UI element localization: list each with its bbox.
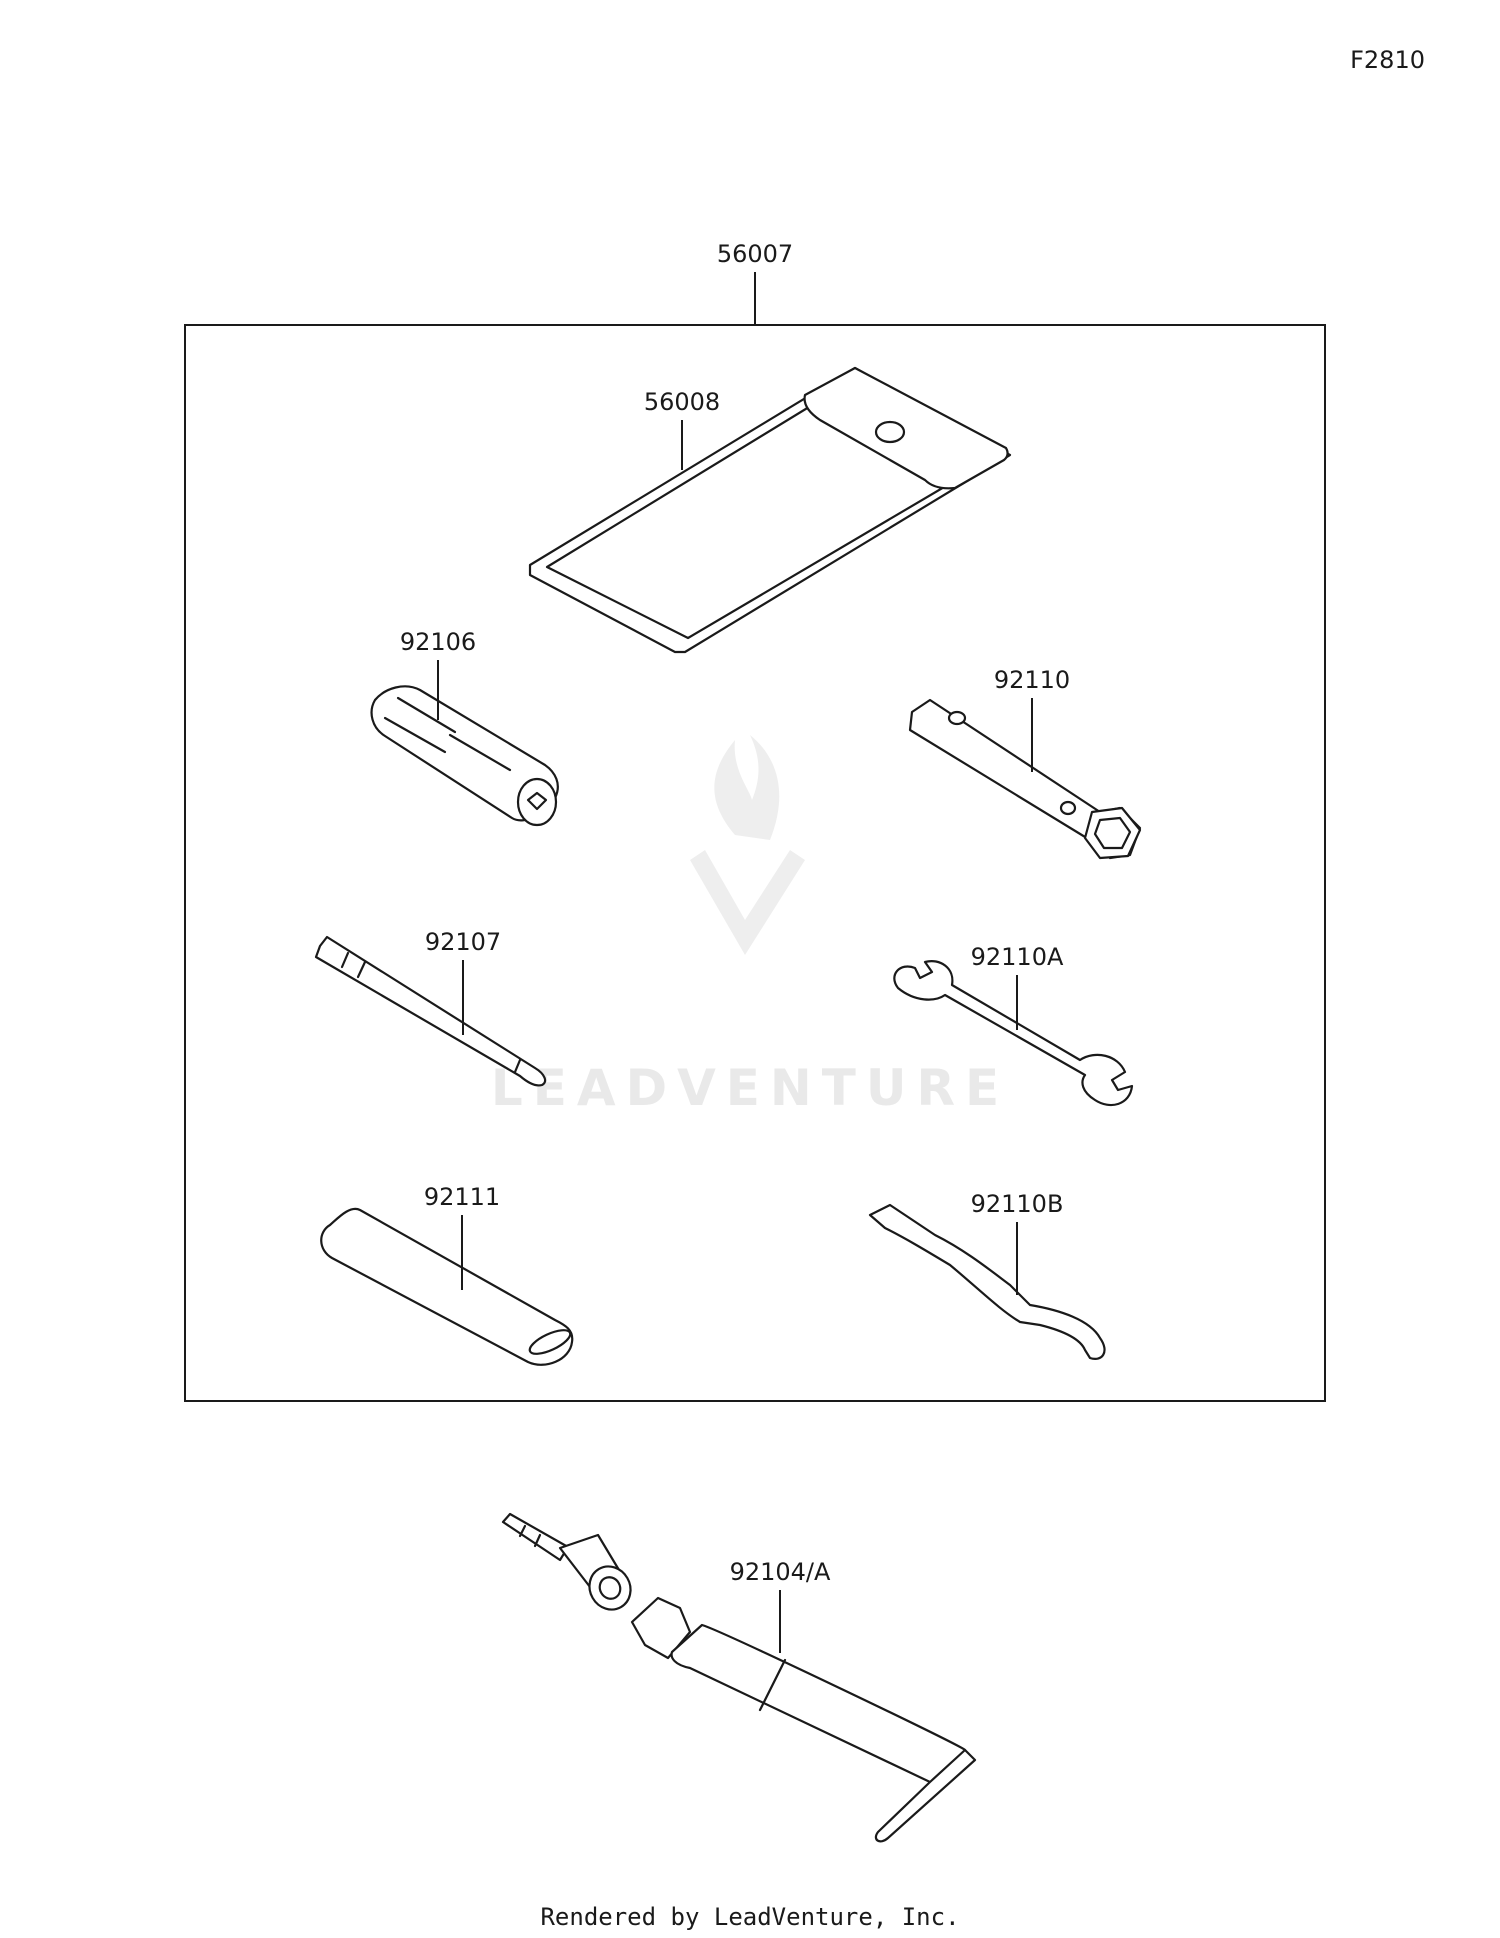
open-end-wrench-drawing[interactable] bbox=[893, 960, 1134, 1107]
watermark-text: LEADVENTURE bbox=[491, 1059, 1009, 1117]
screwdriver-bit-drawing[interactable] bbox=[314, 935, 547, 1087]
repair-kit-drawing[interactable] bbox=[501, 1512, 977, 1843]
pouch-drawing[interactable] bbox=[528, 366, 1012, 654]
hook-wrench-label[interactable]: 92110B bbox=[971, 1190, 1064, 1218]
tool-kit-frame bbox=[184, 324, 1326, 1402]
assembly-label[interactable]: 56007 bbox=[717, 240, 793, 268]
screwdriver-grip-drawing[interactable] bbox=[370, 685, 559, 827]
footer-credit: Rendered by LeadVenture, Inc. bbox=[540, 1903, 959, 1931]
hook-wrench-drawing[interactable] bbox=[868, 1203, 1106, 1360]
pouch-label[interactable]: 56008 bbox=[644, 388, 720, 416]
figure-code: F2810 bbox=[1350, 46, 1425, 74]
repair-kit-label[interactable]: 92104/A bbox=[730, 1558, 831, 1586]
open-end-wrench-label[interactable]: 92110A bbox=[971, 943, 1064, 971]
extension-bar-label[interactable]: 92111 bbox=[424, 1183, 500, 1211]
extension-bar-drawing[interactable] bbox=[320, 1207, 574, 1366]
leadventure-watermark: LEADVENTURE bbox=[491, 735, 1009, 1117]
screwdriver-bit-label[interactable]: 92107 bbox=[425, 928, 501, 956]
box-wrench-label[interactable]: 92110 bbox=[994, 666, 1070, 694]
screwdriver-grip-label[interactable]: 92106 bbox=[400, 628, 476, 656]
box-wrench-drawing[interactable] bbox=[908, 698, 1142, 860]
